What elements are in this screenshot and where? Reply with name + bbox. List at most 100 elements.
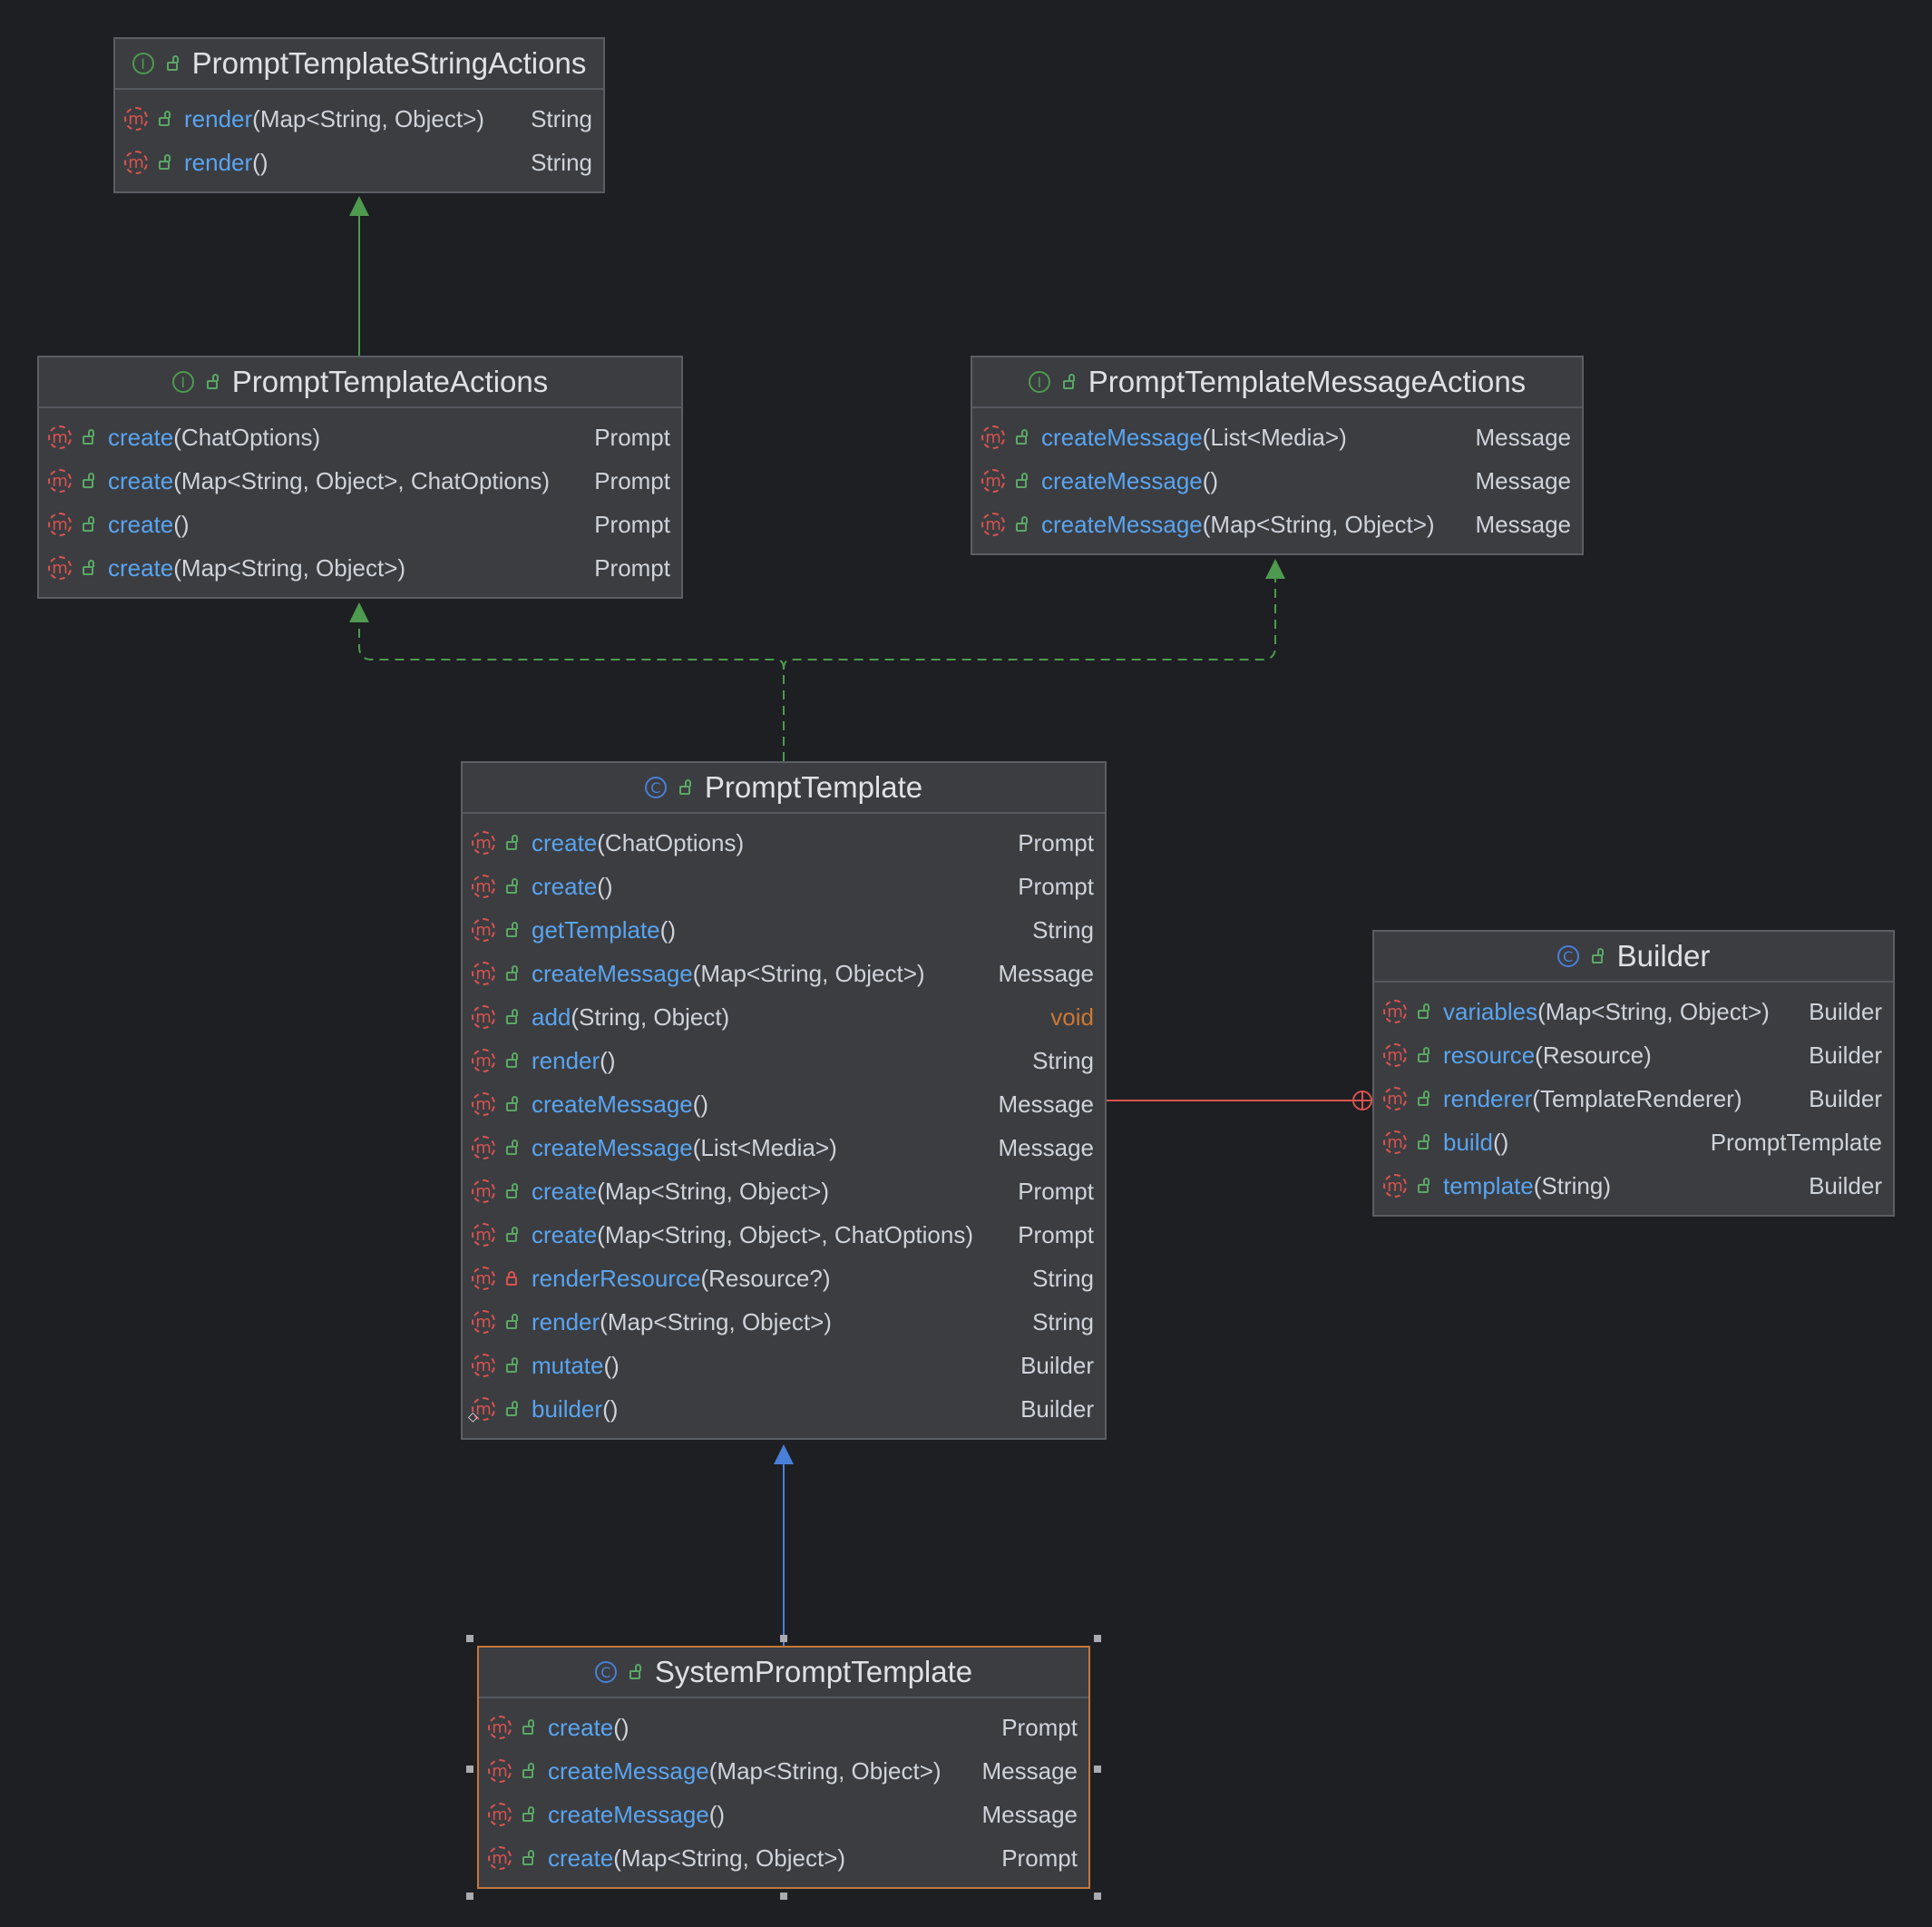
public-visibility-icon (83, 560, 94, 575)
method-icon: m (472, 831, 495, 855)
class-header[interactable]: C Builder (1374, 932, 1893, 983)
method-params: () (603, 1351, 620, 1379)
method-params: (TemplateRenderer) (1532, 1084, 1742, 1112)
method-row[interactable]: m render() String (124, 141, 592, 184)
method-name: create (108, 553, 174, 582)
method-return-type: Message (998, 1133, 1095, 1161)
method-return-type: Prompt (1018, 872, 1094, 900)
method-return-type: String (531, 104, 592, 132)
selection-resize-handle[interactable] (466, 1766, 473, 1773)
public-visibility-icon (506, 1314, 518, 1329)
method-params: (Map<String, Object>) (173, 553, 406, 582)
method-name: variables (1443, 997, 1538, 1025)
method-name: create (108, 466, 174, 494)
method-params: () (173, 510, 190, 538)
method-name: createMessage (548, 1756, 709, 1785)
class-icon: C (1556, 945, 1579, 967)
method-return-type: Message (981, 1800, 1078, 1828)
method-signature: createMessage() (1041, 467, 1459, 495)
method-params: (Map<String, Object>, ChatOptions) (597, 1220, 974, 1248)
public-visibility-icon (522, 1850, 534, 1865)
method-icon: m (48, 556, 72, 580)
class-name: Builder (1616, 939, 1711, 973)
method-params: () (692, 1090, 709, 1118)
public-visibility-icon (83, 429, 94, 445)
selection-resize-handle[interactable] (466, 1893, 473, 1900)
method-icon: m (1383, 1174, 1407, 1198)
selection-resize-handle[interactable] (1094, 1893, 1101, 1900)
public-visibility-icon (83, 473, 94, 488)
method-row[interactable]: m◇builder()Builder (468, 1387, 1094, 1431)
method-signature: create(Map<String, Object>) (532, 1178, 1001, 1206)
method-return-type: String (531, 148, 592, 176)
selection-resize-handle[interactable] (780, 1635, 787, 1642)
class-name: PromptTemplateStringActions (191, 46, 587, 80)
selection-resize-handle[interactable] (780, 1893, 787, 1900)
method-name: template (1443, 1171, 1534, 1199)
public-visibility-icon (1418, 1134, 1429, 1149)
method-params: (Resource) (1535, 1041, 1652, 1069)
method-return-type: Message (998, 1090, 1095, 1118)
method-params: (String, Object) (571, 1003, 730, 1031)
public-visibility-icon (678, 779, 691, 795)
selection-resize-handle[interactable] (1094, 1635, 1101, 1642)
method-params: (Map<String, Object>) (1537, 997, 1770, 1025)
method-name: resource (1443, 1041, 1536, 1069)
method-icon: m (472, 962, 495, 985)
selection-resize-handle[interactable] (466, 1635, 473, 1642)
method-icon: m (48, 469, 72, 493)
method-signature: render() (184, 149, 514, 177)
method-return-type: Prompt (1018, 828, 1094, 856)
method-icon: m (488, 1803, 512, 1826)
method-signature: resource(Resource) (1443, 1042, 1792, 1070)
method-icon: m (124, 151, 148, 174)
public-visibility-icon (522, 1806, 534, 1822)
selection-resize-handle[interactable] (1094, 1766, 1101, 1773)
public-visibility-icon (159, 111, 171, 126)
method-signature: getTemplate() (532, 916, 1016, 944)
method-name: mutate (532, 1351, 604, 1379)
